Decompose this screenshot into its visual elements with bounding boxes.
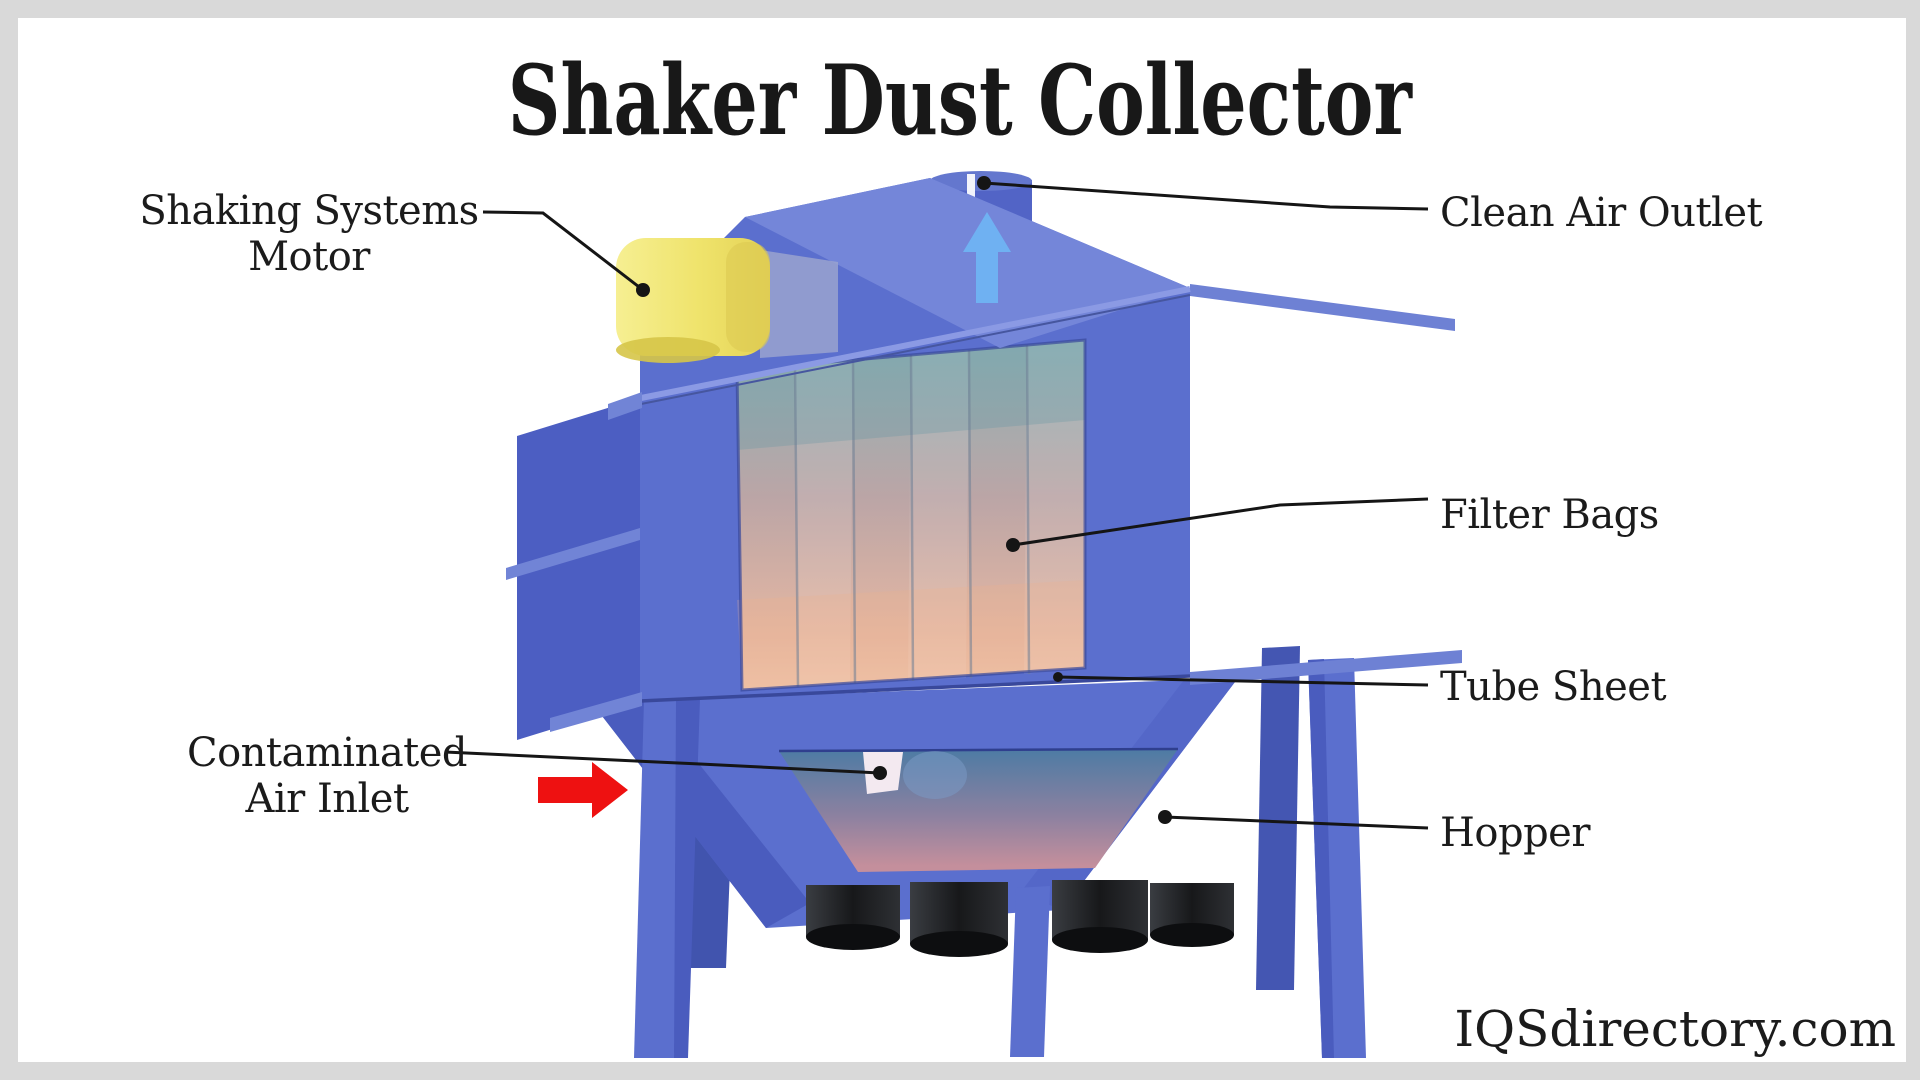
bag-seam bbox=[909, 354, 915, 682]
page-title-text: Shaker Dust Collector bbox=[507, 44, 1413, 157]
front-left-leg-shade bbox=[674, 698, 700, 1058]
drum-bottom bbox=[910, 931, 1008, 957]
leader-dot-air-inlet bbox=[873, 766, 887, 780]
page-title: Shaker Dust Collector bbox=[0, 44, 1920, 157]
drum-bottom bbox=[1052, 927, 1148, 953]
label-hopper: Hopper bbox=[1440, 810, 1590, 856]
shaker-motor bbox=[616, 238, 838, 363]
clean-air-arrow-icon bbox=[963, 212, 1011, 303]
upper-right-fin bbox=[1190, 284, 1455, 331]
window-frame bbox=[735, 338, 1087, 692]
label-filter-bags: Filter Bags bbox=[1440, 492, 1659, 538]
baghouse-housing bbox=[506, 288, 1191, 740]
hopper-interior-top-edge bbox=[778, 747, 1179, 753]
drum-bottom bbox=[1150, 923, 1234, 947]
left-mid-fin bbox=[506, 528, 640, 580]
leader-clean-air-outlet bbox=[983, 181, 1429, 211]
label-line: Contaminated bbox=[186, 730, 468, 776]
leader-motor bbox=[482, 210, 644, 292]
leader-dot-motor bbox=[636, 283, 650, 297]
leader-hopper bbox=[1164, 815, 1429, 830]
label-line: Motor bbox=[248, 234, 370, 280]
tube-sheet-right-fin bbox=[1190, 650, 1462, 685]
leader-dot-filter-bags bbox=[1006, 538, 1020, 552]
front-right-leg-shade bbox=[1308, 659, 1334, 1058]
label-line: Shaking Systems bbox=[139, 188, 479, 234]
plenum-flange-highlight bbox=[635, 286, 1191, 402]
bag-highlight bbox=[795, 360, 853, 687]
motor-side-shade bbox=[726, 242, 770, 352]
bag-seam bbox=[793, 364, 800, 688]
tube-sheet-edge bbox=[639, 674, 1191, 703]
mid-leg bbox=[1010, 886, 1050, 1057]
plenum-flange-shadow bbox=[635, 294, 1191, 406]
bag-highlight bbox=[1024, 340, 1085, 674]
drum-bottom bbox=[806, 924, 900, 950]
motor-base-shadow bbox=[616, 337, 720, 363]
leader-lines bbox=[444, 181, 1429, 830]
back-right-leg bbox=[1256, 646, 1300, 990]
leader-tube-sheet bbox=[1057, 675, 1429, 687]
leader-filter-bags bbox=[1012, 497, 1429, 547]
bag-seam bbox=[851, 359, 857, 685]
label-contaminated-air-inlet: Contaminated Air Inlet bbox=[146, 730, 508, 822]
bag-bottom-shade bbox=[737, 580, 1085, 690]
dust-drums bbox=[806, 880, 1234, 957]
leader-dot-tube-sheet bbox=[1053, 672, 1063, 682]
bag-seam bbox=[967, 349, 973, 679]
label-line: Air Inlet bbox=[245, 776, 409, 822]
leader-dot-hopper bbox=[1158, 810, 1172, 824]
leader-dots bbox=[636, 176, 1172, 824]
flow-arrows bbox=[538, 212, 1011, 818]
upper-left-tab bbox=[608, 392, 642, 420]
leader-air-inlet bbox=[444, 750, 881, 775]
plenum-top-face bbox=[745, 178, 1190, 348]
housing-left-face bbox=[517, 398, 640, 740]
watermark: IQSdirectory.com bbox=[1454, 1000, 1896, 1058]
label-shaking-systems-motor: Shaking Systems Motor bbox=[120, 188, 498, 280]
tube-sheet-left-tab bbox=[550, 692, 642, 732]
front-legs bbox=[634, 658, 1366, 1058]
inlet-arrow-icon bbox=[538, 762, 628, 818]
leader-dot-outlet bbox=[977, 176, 991, 190]
label-tube-sheet: Tube Sheet bbox=[1440, 664, 1667, 710]
label-clean-air-outlet: Clean Air Outlet bbox=[1440, 190, 1763, 236]
bag-seam bbox=[1025, 344, 1031, 675]
inlet-glow bbox=[903, 751, 967, 799]
motor-shadow bbox=[760, 250, 838, 358]
bag-highlight bbox=[908, 350, 969, 681]
